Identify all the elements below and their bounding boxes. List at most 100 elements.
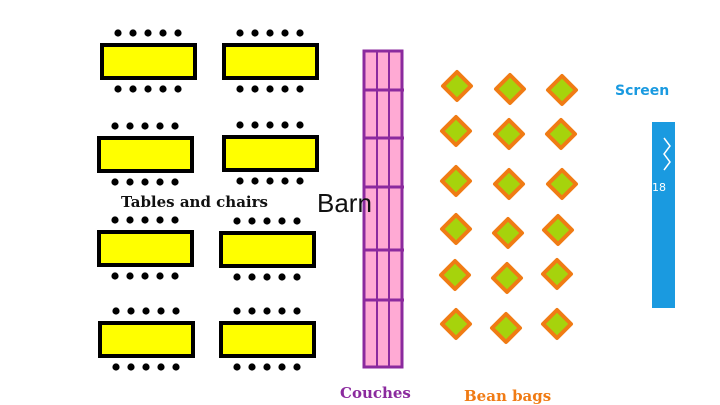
chair	[129, 29, 137, 37]
table	[100, 43, 197, 80]
table	[222, 43, 319, 80]
couch-strip	[362, 49, 404, 369]
table-set-7	[98, 307, 195, 371]
chair	[233, 217, 241, 225]
table	[219, 321, 316, 358]
bean-bag	[440, 213, 472, 245]
chair	[233, 363, 241, 371]
chair	[266, 177, 274, 185]
chair	[111, 272, 119, 280]
chair	[157, 363, 165, 371]
table	[98, 321, 195, 358]
bean-bag	[546, 74, 578, 106]
chair	[142, 363, 150, 371]
chair	[144, 85, 152, 93]
bean-bag	[545, 118, 577, 150]
chair	[171, 178, 179, 186]
bean-bag	[440, 308, 472, 340]
chair	[278, 217, 286, 225]
chair	[236, 121, 244, 129]
chair	[263, 217, 271, 225]
chair	[141, 272, 149, 280]
chair	[174, 29, 182, 37]
chair	[251, 177, 259, 185]
chair	[248, 217, 256, 225]
chair	[111, 178, 119, 186]
bean-bag	[494, 73, 526, 105]
chair	[126, 178, 134, 186]
chair	[126, 122, 134, 130]
bean-bag	[491, 262, 523, 294]
chair	[281, 85, 289, 93]
bean-bag	[441, 70, 473, 102]
chair	[263, 363, 271, 371]
table-set-6	[219, 217, 316, 281]
bean-bag	[541, 308, 573, 340]
chair	[251, 121, 259, 129]
bean-bag	[546, 168, 578, 200]
table-set-2	[222, 29, 319, 93]
tables-label: Tables and chairs	[121, 193, 268, 211]
chair	[233, 307, 241, 315]
chair	[129, 85, 137, 93]
bean-bag	[440, 115, 472, 147]
table-set-3	[97, 122, 194, 186]
chair	[156, 122, 164, 130]
screen	[652, 122, 675, 308]
chair	[293, 217, 301, 225]
bean-bag	[439, 259, 471, 291]
chair	[266, 121, 274, 129]
chair	[174, 85, 182, 93]
chair	[156, 272, 164, 280]
chair	[111, 216, 119, 224]
chair	[296, 177, 304, 185]
chair	[293, 307, 301, 315]
chair	[251, 85, 259, 93]
bean-bags-label: Bean bags	[464, 387, 552, 405]
chair	[142, 307, 150, 315]
chair	[172, 307, 180, 315]
bean-bag	[493, 168, 525, 200]
bean-bag	[490, 312, 522, 344]
bean-bag	[440, 165, 472, 197]
chair	[114, 29, 122, 37]
chair	[236, 177, 244, 185]
chair	[126, 272, 134, 280]
chair	[126, 216, 134, 224]
chair	[141, 178, 149, 186]
chair	[156, 216, 164, 224]
chair	[112, 307, 120, 315]
chair	[171, 122, 179, 130]
chair	[171, 216, 179, 224]
bean-bag	[492, 217, 524, 249]
chair	[278, 273, 286, 281]
chair	[127, 363, 135, 371]
table-set-5	[97, 216, 194, 280]
chair	[233, 273, 241, 281]
bean-bags-group	[439, 70, 578, 344]
table-set-1	[100, 29, 197, 93]
chair	[114, 85, 122, 93]
chair	[281, 121, 289, 129]
screen-zigzag-icon	[663, 137, 671, 171]
chair	[248, 363, 256, 371]
chair	[266, 85, 274, 93]
chair	[157, 307, 165, 315]
couch-group	[362, 49, 404, 369]
chair	[266, 29, 274, 37]
chair	[248, 273, 256, 281]
chair	[263, 307, 271, 315]
chair	[127, 307, 135, 315]
tables-group	[97, 29, 319, 371]
chair	[144, 29, 152, 37]
bean-bag	[493, 118, 525, 150]
chair	[263, 273, 271, 281]
screen-text: 18	[652, 181, 666, 194]
table	[97, 230, 194, 267]
table-set-4	[222, 121, 319, 185]
chair	[296, 85, 304, 93]
chair	[251, 29, 259, 37]
chair	[111, 122, 119, 130]
